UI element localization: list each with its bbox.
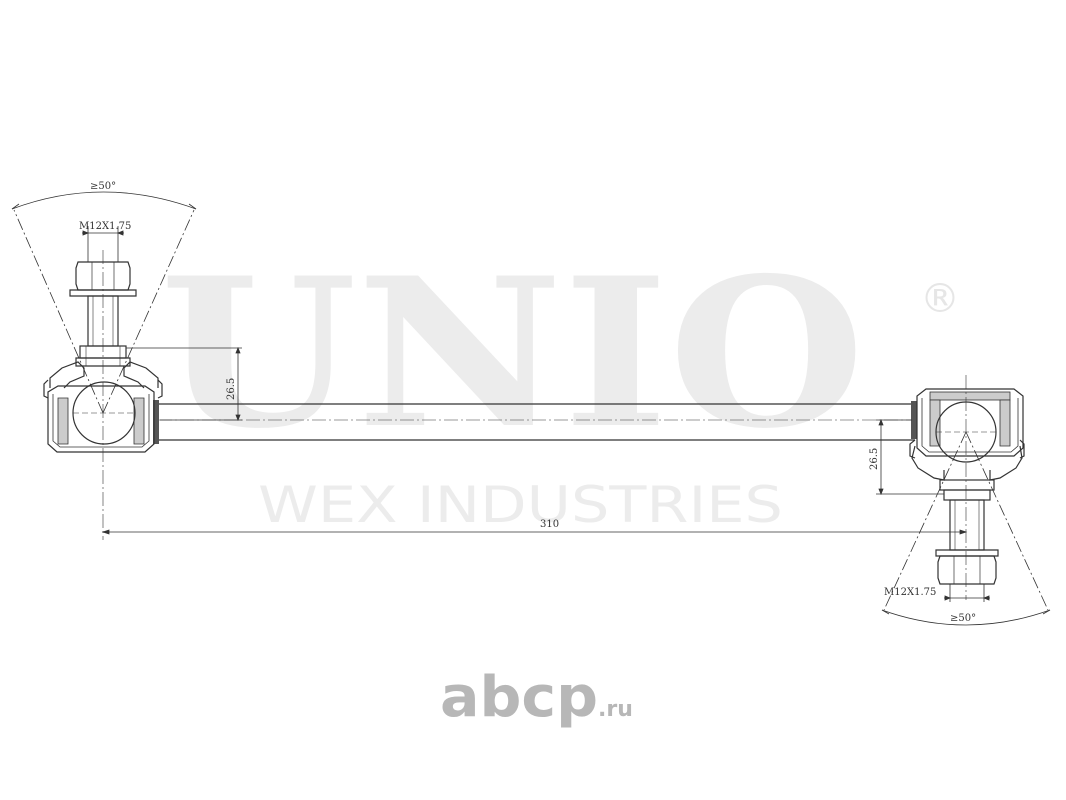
right-angle-label: ≥50° [950, 613, 976, 624]
left-height-label: 26.5 [226, 378, 237, 400]
right-ball-joint [909, 375, 1025, 600]
watermark-subtitle: WEX INDUSTRIES [258, 476, 783, 534]
length-dimension [101, 529, 968, 535]
right-height-label: 26.5 [869, 448, 880, 470]
left-thread-dimension [82, 226, 124, 262]
left-angle-label: ≥50° [90, 181, 116, 192]
right-thread-label: M12X1.75 [884, 587, 936, 598]
left-angle-dimension [11, 191, 197, 414]
length-label: 310 [540, 519, 559, 530]
rod [153, 400, 917, 444]
watermark-brand: UNIO [160, 234, 865, 474]
logo-suffix: .ru [598, 697, 633, 722]
right-thread-dimension [944, 584, 990, 602]
right-height-dimension [876, 418, 944, 496]
watermark-registered-mark: ® [920, 276, 960, 322]
left-height-dimension [126, 346, 242, 422]
left-thread-label: M12X1.75 [79, 221, 131, 232]
left-ball-joint [43, 250, 163, 540]
watermark: UNIO ® WEX INDUSTRIES [160, 234, 960, 534]
logo-main: abcp [440, 665, 598, 730]
abcp-logo: abcp .ru [440, 665, 633, 730]
right-angle-dimension [881, 431, 1051, 626]
